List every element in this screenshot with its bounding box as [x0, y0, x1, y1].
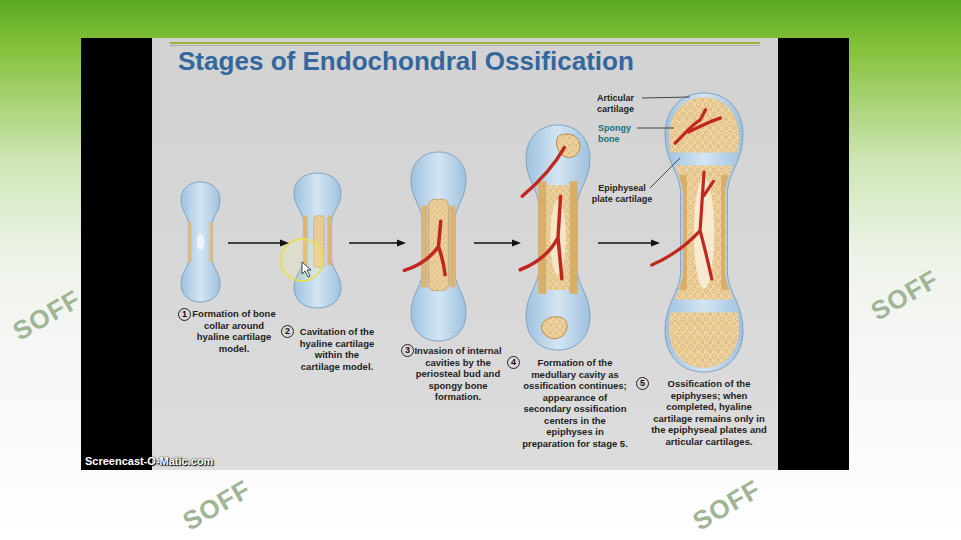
title-rule: [170, 42, 760, 44]
watermark: SOFF: [177, 474, 256, 537]
part-label: Epiphyseal plate cartilage: [591, 183, 653, 204]
developing-bone-part: [538, 181, 546, 294]
blood-vessel: [520, 196, 562, 279]
stage-arrow: [474, 239, 521, 246]
mature-bone-part: [665, 93, 743, 372]
stage-bone: 4Formation of the medullary cavity as os…: [526, 125, 590, 350]
developing-bone-part: [570, 181, 578, 294]
stage-bone: 5Ossification of the epiphyses; when com…: [665, 93, 743, 372]
cursor-highlight: [281, 239, 323, 281]
arrow-head: [397, 239, 406, 246]
callout-number: 4: [507, 356, 520, 369]
recorder-watermark: Screencast-O-Matic.com: [85, 455, 213, 468]
arrow-head: [512, 239, 521, 246]
mature-bone-part: [665, 93, 743, 372]
stage-arrow: [598, 239, 660, 246]
cartilage-model-part: [327, 216, 332, 266]
title-rule: [170, 45, 760, 46]
stage-bone: 1Formation of bone collar around hyaline…: [181, 182, 220, 302]
blood-vessel: [675, 110, 720, 143]
stage-caption: Formation of bone collar around hyaline …: [192, 308, 276, 354]
stage-arrow: [228, 239, 289, 246]
mature-bone-part-part: [679, 175, 687, 290]
callout-number: 5: [636, 377, 649, 390]
leader-line: [650, 158, 680, 188]
callout-number: 1: [178, 308, 191, 321]
mature-bone: [652, 93, 743, 372]
callout-number: 3: [401, 344, 414, 357]
stage-caption: Ossification of the epiphyses; when comp…: [650, 378, 768, 447]
mature-bone-part-part: [665, 93, 743, 153]
stage-arrow: [349, 239, 406, 246]
stage-caption: Cavitation of the hyaline cartilage with…: [295, 326, 379, 372]
stage-caption: Formation of the medullary cavity as oss…: [521, 357, 629, 449]
developing-bone: [520, 125, 590, 350]
callout-number: 2: [281, 325, 294, 338]
mouse-pointer: [302, 262, 311, 277]
blood-vessel: [404, 221, 445, 275]
blood-vessel: [522, 148, 564, 197]
leader-line: [642, 97, 690, 98]
cartilage-model-part: [197, 234, 205, 250]
cartilage-model-part: [209, 222, 212, 262]
blood-vessel: [652, 172, 714, 279]
mature-bone-part-part: [721, 175, 729, 290]
mature-bone-part-part: [665, 312, 743, 372]
developing-bone-part: [542, 317, 567, 339]
arrow-line: [474, 242, 513, 243]
arrow-head: [280, 239, 289, 246]
arrow-head: [651, 239, 660, 246]
stage-bone: 3Invasion of internal cavities by the pe…: [411, 152, 466, 341]
arrow-line: [598, 242, 652, 243]
watermark: SOFF: [865, 264, 944, 327]
cartilage-model: [404, 152, 466, 341]
arrow-line: [228, 242, 281, 243]
slide-title: Stages of Endochondral Ossification: [178, 47, 634, 77]
cartilage-model: [181, 182, 220, 302]
leader-line: [637, 128, 674, 129]
arrow-line: [349, 242, 398, 243]
cartilage-model-part: [450, 206, 456, 288]
cartilage-model-part: [421, 206, 427, 288]
cartilage-model-part: [181, 182, 220, 302]
stage-caption: Invasion of internal cavities by the per…: [412, 345, 504, 403]
watermark: SOFF: [687, 474, 766, 537]
part-label: Spongy bone: [598, 123, 640, 144]
stage-bone: 2Cavitation of the hyaline cartilage wit…: [294, 173, 341, 308]
watermark: SOFF: [7, 284, 86, 347]
part-label: Articular cartilage: [597, 93, 647, 114]
cartilage-model-part: [188, 222, 191, 262]
